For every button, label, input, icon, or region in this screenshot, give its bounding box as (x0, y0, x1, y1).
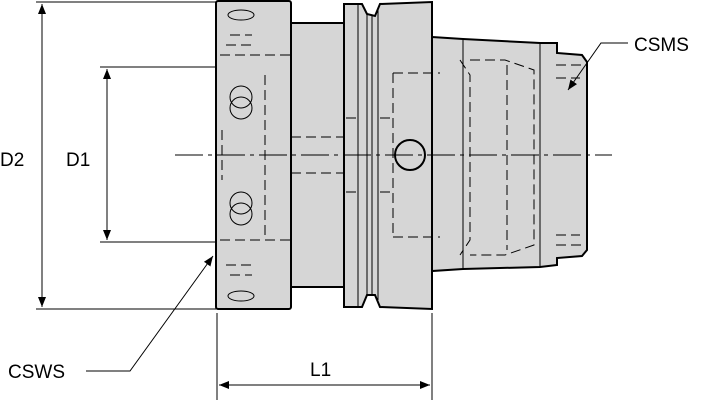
d2-label: D2 (0, 150, 24, 171)
callout-csms: CSMS (567, 35, 689, 91)
csms-label: CSMS (634, 35, 689, 56)
callout-csws: CSWS (8, 255, 214, 383)
dimension-l1: L1 (216, 313, 433, 400)
shank-csms (431, 35, 588, 273)
dimension-d2: D2 (0, 1, 216, 310)
dimension-d1: D1 (66, 66, 216, 243)
l1-label: L1 (310, 360, 331, 381)
csws-label: CSWS (8, 362, 65, 383)
d1-label: D1 (66, 150, 90, 171)
neck-hidden-lines (291, 136, 343, 174)
